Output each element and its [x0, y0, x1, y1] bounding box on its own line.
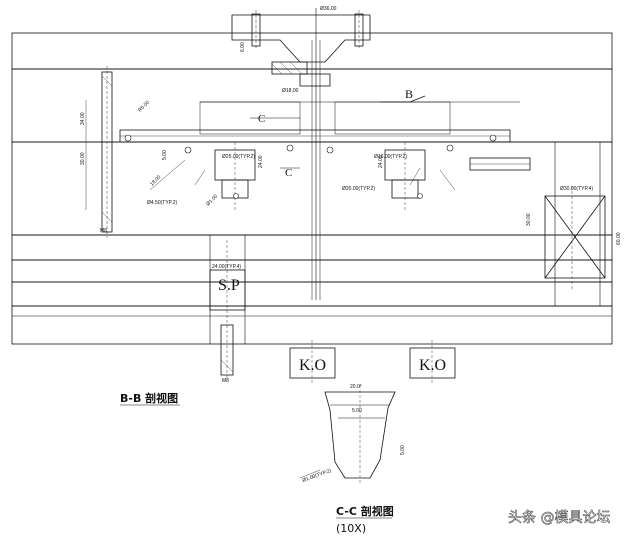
dim-sp-screw: M8 [222, 378, 229, 384]
watermark: 头条 @模具论坛 [508, 509, 610, 526]
dim-sp: 24.00(TYP.4) [212, 264, 241, 270]
section-marker-c-bottom: C [285, 167, 292, 179]
dim-bush-dia: Ø18.00 [282, 88, 299, 94]
section-marker-c-top: C [258, 113, 265, 125]
dim-top: Ø36.00 [320, 6, 337, 12]
dim-runner-c: Ø20.00(TYP.2) [342, 186, 375, 192]
caption-bb: B-B 剖视图 [120, 391, 178, 405]
dim-angle-b: 18.00 [149, 174, 162, 187]
right-cross-box [544, 195, 606, 279]
dim-drop-a: 24.00 [258, 155, 264, 168]
caption-cc-scale: (10X) [336, 522, 366, 535]
dim-cc-depth: 5.00 [400, 445, 406, 455]
label-sp: S.P [218, 277, 240, 294]
dim-right-box-h2: 60.00 [616, 232, 622, 245]
dim-tip: Ø4.50(TYP.2) [147, 200, 178, 206]
section-marker-b: B [405, 87, 413, 101]
dim-left-v2: 30.00 [80, 152, 86, 165]
bottom-clamp-plate [11, 305, 613, 345]
dim-cc-top: 20.0° [350, 384, 362, 390]
sprue-bushing [231, 14, 371, 63]
caption-cc: C-C 剖视图 [336, 504, 394, 518]
label-ko-left: K.O [299, 357, 326, 374]
sp-screw [220, 324, 234, 376]
dim-cc-mid: 5.00 [352, 408, 362, 414]
dim-cc-bottom: Ø1.00(TYP.2) [302, 468, 333, 484]
dim-runner-b: Ø16.00(TYP.2) [374, 154, 407, 160]
dim-gate-a: 5.00 [162, 150, 168, 160]
cc-section-shape [324, 391, 396, 479]
label-ko-right: K.O [419, 357, 446, 374]
dim-sprue-len: 6.00 [240, 42, 246, 52]
dim-right-box-h: 30.00 [526, 213, 532, 226]
dim-left-v1: 34.00 [80, 112, 86, 125]
dim-angle-a: R5.00 [137, 100, 151, 114]
dim-vent: Ø1.00 [205, 193, 219, 207]
sprue-puller-block [209, 269, 246, 311]
dim-right-box-w: Ø30.00(TYP.4) [560, 186, 593, 192]
dim-left-screw: M8 [100, 228, 107, 234]
dim-drop-b: 24.00 [378, 155, 384, 168]
dim-runner-a: Ø25.00(TYP.2) [222, 154, 255, 160]
ko-box-right [409, 347, 456, 379]
ko-box-left [289, 347, 336, 379]
